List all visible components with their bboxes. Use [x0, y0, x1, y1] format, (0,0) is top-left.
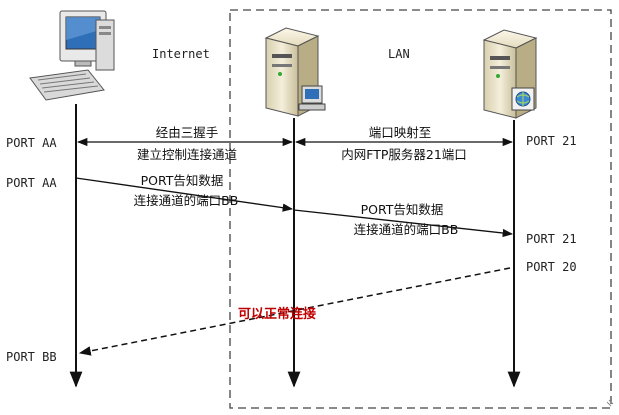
control-message-line1: 经由三握手	[156, 125, 219, 140]
port-aa-label: PORT AA	[6, 176, 57, 190]
port-command-arrow-gateway	[293, 209, 514, 238]
lan-label: LAN	[388, 47, 410, 61]
desktop-computer-icon	[29, 10, 115, 101]
internet-label: Internet	[152, 47, 210, 61]
port-notice-1-line1: PORT告知数据	[141, 173, 224, 188]
port-command-arrow-client	[75, 177, 294, 212]
port-20-label: PORT 20	[526, 260, 577, 274]
control-message-line2: 建立控制连接通道	[137, 147, 238, 162]
corner-mark	[606, 399, 614, 407]
port-21-label: PORT 21	[526, 232, 577, 246]
connection-result-text: 可以正常连接	[238, 306, 316, 322]
mapping-message-line1: 端口映射至	[369, 125, 432, 140]
server-with-monitor-icon	[264, 27, 326, 117]
port-21-label: PORT 21	[526, 134, 577, 148]
port-notice-2-line1: PORT告知数据	[361, 202, 444, 217]
server-with-globe-icon	[482, 29, 538, 119]
port-aa-label: PORT AA	[6, 136, 57, 150]
lan-boundary	[229, 9, 612, 409]
data-connection-arrow	[78, 267, 511, 356]
port-notice-2-line2: 连接通道的端口BB	[354, 222, 459, 237]
port-bb-label: PORT BB	[6, 350, 57, 364]
mapping-message-line2: 内网FTP服务器21端口	[341, 147, 467, 162]
port-notice-1-line2: 连接通道的端口BB	[134, 193, 239, 208]
